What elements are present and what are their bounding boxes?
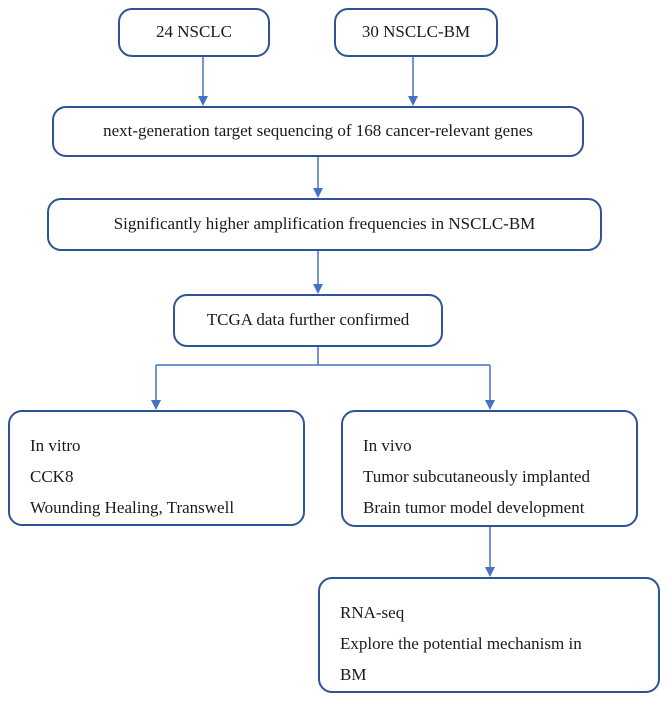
node-nsclc-bm-label: 30 NSCLC-BM (361, 22, 471, 42)
in-vitro-line-3: Wounding Healing, Transwell (30, 498, 235, 517)
in-vivo-line-3: Brain tumor model development (363, 498, 585, 517)
node-ngs-label: next-generation target sequencing of 168… (103, 121, 533, 141)
node-amplification-label: Significantly higher amplification frequ… (113, 214, 536, 234)
node-tcga-label: TCGA data further confirmed (206, 310, 410, 330)
node-ngs: next-generation target sequencing of 168… (52, 106, 584, 157)
in-vivo-line-1: In vivo (363, 436, 412, 455)
node-nsclc-bm: 30 NSCLC-BM (334, 8, 498, 57)
in-vitro-line-1: In vitro (30, 436, 81, 455)
node-tcga: TCGA data further confirmed (173, 294, 443, 347)
rna-seq-line-1: RNA-seq (340, 603, 405, 622)
node-amplification: Significantly higher amplification frequ… (47, 198, 602, 251)
node-rna-seq: RNA-seq Explore the potential mechanism … (318, 577, 660, 693)
in-vivo-line-2: Tumor subcutaneously implanted (363, 467, 590, 486)
node-nsclc: 24 NSCLC (118, 8, 270, 57)
node-in-vitro: In vitro CCK8 Wounding Healing, Transwel… (8, 410, 305, 526)
rna-seq-line-3: BM (340, 665, 367, 684)
node-in-vivo: In vivo Tumor subcutaneously implanted B… (341, 410, 638, 527)
node-nsclc-label: 24 NSCLC (155, 22, 233, 42)
in-vitro-line-2: CCK8 (30, 467, 74, 486)
rna-seq-line-2: Explore the potential mechanism in (340, 634, 582, 653)
